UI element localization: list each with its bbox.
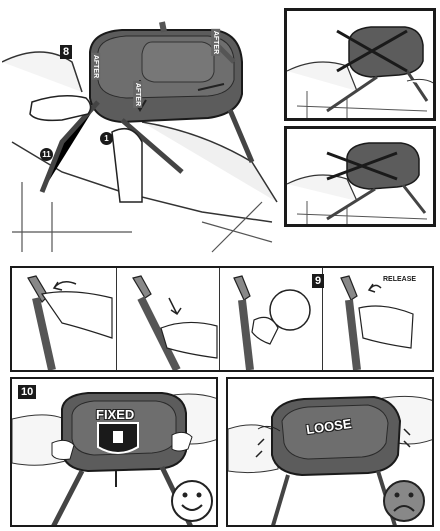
step-10-fixed-panel: 10 FIXED xyxy=(10,377,218,527)
marker-11: 11 xyxy=(40,148,53,161)
step-10-badge: 10 xyxy=(18,385,37,399)
step-9-frame-3 xyxy=(220,268,323,370)
step-9-strip: RELEASE 9 xyxy=(10,266,434,372)
sad-face-icon xyxy=(384,481,424,521)
step-8-main-illustration: 8 1 11 AFTER AFTER AFTER xyxy=(2,2,278,260)
step-9-frame-4: RELEASE xyxy=(323,268,432,370)
buckle-drawing-2 xyxy=(132,275,218,370)
fixed-label: FIXED xyxy=(96,407,135,422)
buckle-drawing-1 xyxy=(27,275,113,370)
tag-left: AFTER xyxy=(91,52,101,81)
step-8-badge: 8 xyxy=(60,45,73,59)
tag-right: AFTER xyxy=(211,28,221,57)
buckle-drawing-3 xyxy=(233,275,311,370)
release-label: RELEASE xyxy=(383,276,417,283)
fixed-bag-drawing xyxy=(12,392,216,525)
incorrect-mount-panel-2 xyxy=(284,126,436,227)
tag-front: AFTER xyxy=(133,80,143,109)
loose-bag-drawing xyxy=(228,395,432,525)
smiley-face-icon xyxy=(172,481,212,521)
step-9-badge: 9 xyxy=(312,274,325,288)
incorrect-mount-drawing-1 xyxy=(287,26,433,118)
tank-bag-mount-drawing xyxy=(2,21,278,253)
marker-1: 1 xyxy=(100,132,113,145)
step-10-loose-panel: LOOSE xyxy=(226,377,434,527)
step-9-frame-2 xyxy=(117,268,220,370)
step-9-frame-1 xyxy=(12,268,117,370)
incorrect-mount-drawing-2 xyxy=(287,142,428,224)
incorrect-mount-panel-1 xyxy=(284,8,436,121)
buckle-release-drawing xyxy=(340,275,414,370)
